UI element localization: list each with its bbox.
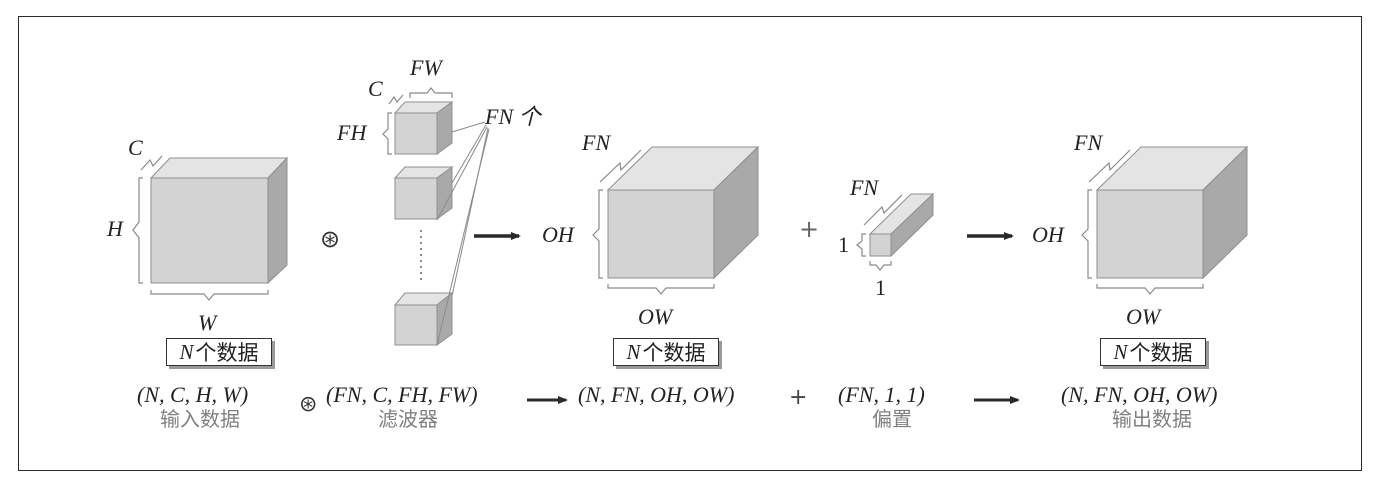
input-width-label: W [198, 310, 218, 335]
conv-output-shape: (N, FN, OH, OW) [578, 382, 734, 407]
bias-channel-label: FN [849, 175, 879, 200]
output-channel-bracket [1088, 149, 1131, 183]
conv-output-channel-label: FN [581, 130, 611, 155]
convolution-operator-bottom-icon: ⊛ [299, 392, 317, 417]
conv-output-height-bracket [592, 189, 603, 279]
conv-output-width-label: OW [638, 304, 674, 329]
input-block: C H W [106, 135, 289, 335]
filter-channel-bracket [388, 94, 404, 105]
output-height-label: OH [1032, 222, 1065, 247]
filter-cube-2 [393, 166, 454, 220]
plus-operator-icon: + [799, 215, 819, 243]
bias-width-bracket [869, 261, 892, 271]
shape-row: (N, C, H, W) 输入数据 ⊛ (FN, C, FH, FW) 滤波器 … [137, 382, 1217, 431]
bias-channel-bracket [863, 194, 903, 226]
filter-height-bracket [382, 112, 392, 155]
input-height-label: H [106, 216, 124, 241]
filter-shape: (FN, C, FH, FW) [326, 382, 478, 407]
convolution-operator-icon: ⊛ [320, 225, 340, 253]
bias-caption: 偏置 [872, 407, 912, 431]
conv-output-width-bracket [607, 284, 715, 295]
input-caption: 输入数据 [160, 407, 240, 431]
filter-channel-label: C [368, 76, 383, 101]
output-channel-label: FN [1073, 130, 1103, 155]
input-shape: (N, C, H, W) [137, 382, 248, 407]
output-shape: (N, FN, OH, OW) [1061, 382, 1217, 407]
filter-count-pointers [436, 121, 490, 346]
filter-width-label: FW [409, 55, 443, 80]
input-width-bracket [150, 290, 269, 301]
filter-cube-3 [393, 291, 454, 346]
output-height-bracket [1081, 189, 1092, 279]
input-top-face [149, 157, 289, 179]
filter-stack: FW C FH FN 个 [336, 55, 543, 346]
output-width-label: OW [1126, 304, 1162, 329]
filter-caption: 滤波器 [378, 407, 438, 431]
output-width-bracket [1096, 284, 1204, 295]
conv-output-block: FN OH OW [542, 130, 760, 329]
output-block: FN OH OW [1032, 130, 1249, 329]
filter-count-label: FN 个 [484, 104, 543, 129]
filter-cube-1 [393, 101, 454, 155]
bias-height-label: 1 [838, 232, 849, 257]
filter-width-bracket [409, 87, 453, 98]
output-caption: 输出数据 [1112, 407, 1192, 431]
input-channel-label: C [128, 135, 143, 160]
input-channel-bracket [140, 155, 163, 171]
conv-output-height-label: OH [542, 222, 575, 247]
bias-block: FN 1 1 [838, 175, 935, 300]
filter-height-label: FH [336, 120, 367, 145]
input-batch-var: N [179, 339, 194, 364]
input-batch-text: 个数据 [195, 341, 259, 365]
output-batch-text: 个数据 [1129, 341, 1193, 365]
figure-frame [18, 16, 1362, 471]
bias-shape: (FN, 1, 1) [838, 382, 925, 407]
input-height-bracket [132, 177, 143, 284]
bias-height-bracket [856, 233, 866, 257]
bias-width-label: 1 [875, 275, 886, 300]
input-front-face [150, 177, 269, 284]
conv-output-batch-var: N [626, 339, 641, 364]
output-batch-var: N [1113, 339, 1128, 364]
conv-output-channel-bracket [599, 149, 642, 183]
conv-output-batch-text: 个数据 [642, 341, 706, 365]
plus-operator-bottom-icon: + [789, 385, 807, 410]
input-side-face [267, 156, 288, 285]
